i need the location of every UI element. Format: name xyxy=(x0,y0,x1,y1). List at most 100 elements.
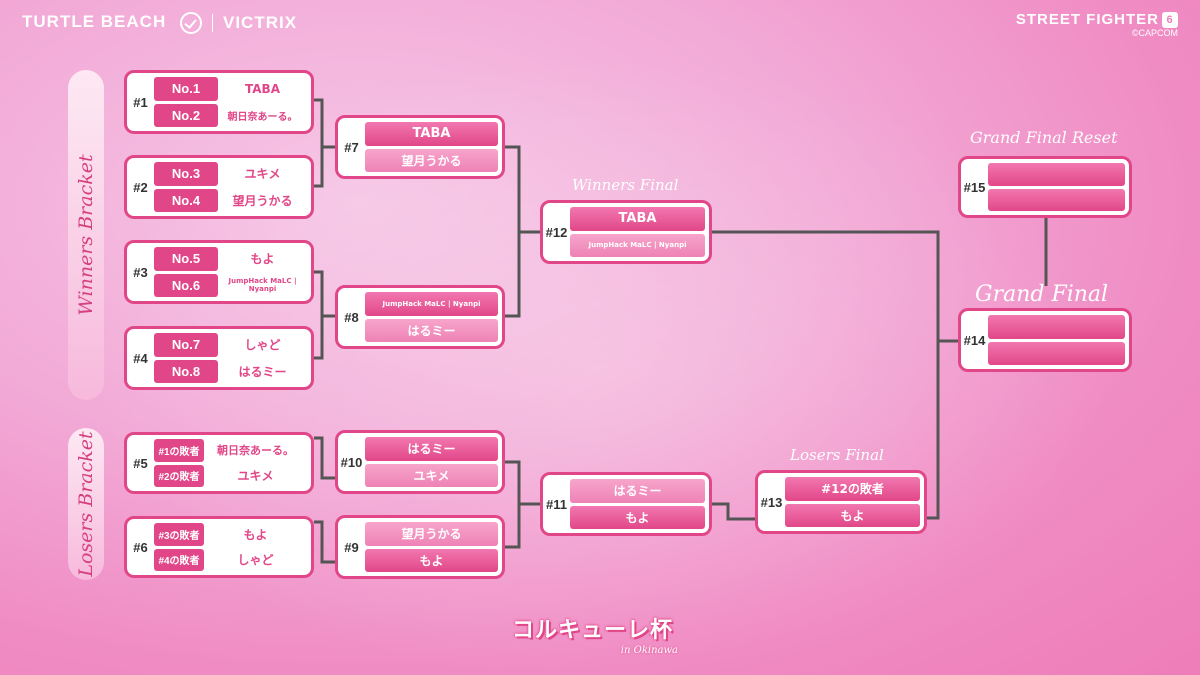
slot-top xyxy=(988,315,1125,339)
turtle-beach-logo: TURTLE BEACH xyxy=(22,12,167,31)
player-name: もよ xyxy=(250,252,275,267)
match-7[interactable]: #7 TABA 望月うかる xyxy=(335,115,505,179)
match-9[interactable]: #9 望月うかる もよ xyxy=(335,515,505,579)
slot-top: はるミー xyxy=(365,437,498,461)
match-number: #3 xyxy=(133,264,148,280)
slot-top: No.1 TABA xyxy=(154,77,307,101)
losers-final-title: Losers Final xyxy=(790,446,884,464)
match-number: #11 xyxy=(546,496,567,512)
slot-bottom: はるミー xyxy=(365,318,498,342)
player-name: TABA xyxy=(412,126,451,142)
match-number: #8 xyxy=(344,309,359,325)
match-number: #13 xyxy=(760,494,783,510)
slot-top: No.3 ユキメ xyxy=(154,162,307,186)
slot-top: はるミー xyxy=(570,479,705,503)
player-name: ユキメ xyxy=(244,167,281,182)
player-name: #12の敗者 xyxy=(821,482,884,497)
player-name: JumpHack MaLC | Nyanpi xyxy=(228,277,297,294)
match-5[interactable]: #5 #1の敗者朝日奈あーる。 #2の敗者 ユキメ xyxy=(124,432,314,494)
player-name: はるミー xyxy=(613,484,662,499)
seed-badge: No.1 xyxy=(154,77,218,101)
victrix-logo: VICTRIX xyxy=(180,12,297,34)
slot-top: 望月うかる xyxy=(365,522,498,546)
match-12[interactable]: #12 TABA JumpHack MaLC | Nyanpi xyxy=(540,200,712,264)
slot-bottom: No.4 望月うかる xyxy=(154,188,307,212)
seed-badge: #4の敗者 xyxy=(154,548,204,571)
match-6[interactable]: #6 #3の敗者もよ #4の敗者しゃど xyxy=(124,516,314,578)
losers-bracket-label: Losers Bracket xyxy=(68,428,104,580)
slot-top: TABA xyxy=(570,207,705,231)
seed-badge: #2の敗者 xyxy=(154,464,204,487)
player-name: もよ xyxy=(840,508,865,523)
event-logo-subtitle: in Okinawa xyxy=(620,645,678,656)
player-name: もよ xyxy=(625,510,650,525)
player-name: 朝日奈あーる。 xyxy=(217,444,294,458)
capcom-copyright: ©CAPCOM xyxy=(1131,27,1178,38)
logo-separator xyxy=(212,14,213,32)
slot-top: No.5 もよ xyxy=(154,247,307,271)
victrix-text: VICTRIX xyxy=(223,13,298,32)
seed-badge: No.3 xyxy=(154,162,218,186)
player-name: JumpHack MaLC | Nyanpi xyxy=(588,241,687,250)
seed-badge: No.5 xyxy=(154,247,218,271)
seed-badge: #1の敗者 xyxy=(154,439,204,462)
slot-bottom: 望月うかる xyxy=(365,148,498,172)
player-name: ユキメ xyxy=(413,468,450,483)
slot-top: TABA xyxy=(365,122,498,146)
slot-bottom: もよ xyxy=(570,505,705,529)
slot-bottom xyxy=(988,341,1125,365)
match-11[interactable]: #11 はるミー もよ xyxy=(540,472,712,536)
player-name: はるミー xyxy=(238,364,287,379)
seed-badge: No.4 xyxy=(154,188,218,212)
slot-bottom: #2の敗者 ユキメ xyxy=(154,464,307,487)
match-10[interactable]: #10 はるミー ユキメ xyxy=(335,430,505,494)
slot-top: No.7 しゃど xyxy=(154,333,307,357)
match-4[interactable]: #4 No.7 しゃど No.8 はるミー xyxy=(124,326,314,390)
match-number: #7 xyxy=(344,139,359,155)
match-number: #2 xyxy=(133,179,148,195)
player-name: TABA xyxy=(245,81,280,96)
seed-badge: No.8 xyxy=(154,359,218,383)
match-2[interactable]: #2 No.3 ユキメ No.4 望月うかる xyxy=(124,155,314,219)
slot-top xyxy=(988,163,1125,186)
seed-badge: No.7 xyxy=(154,333,218,357)
match-number: #9 xyxy=(344,539,359,555)
player-name: TABA xyxy=(618,211,657,227)
winners-bracket-label: Winners Bracket xyxy=(68,70,104,400)
match-8[interactable]: #8 JumpHack MaLC | Nyanpi はるミー xyxy=(335,285,505,349)
player-name: 望月うかる xyxy=(401,153,462,168)
player-name: 望月うかる xyxy=(232,193,293,208)
match-number: #5 xyxy=(133,455,148,471)
match-number: #10 xyxy=(340,454,363,470)
player-name: もよ xyxy=(243,527,268,542)
slot-bottom: JumpHack MaLC | Nyanpi xyxy=(570,233,705,257)
slot-top: #1の敗者朝日奈あーる。 xyxy=(154,439,307,462)
player-name: 朝日奈あーる。 xyxy=(227,111,298,123)
grand-final-title: Grand Final xyxy=(975,282,1109,307)
player-name: JumpHack MaLC | Nyanpi xyxy=(382,299,481,308)
match-number: #14 xyxy=(963,332,986,348)
slot-bottom: もよ xyxy=(365,548,498,572)
slot-bottom: もよ xyxy=(785,503,920,527)
slot-bottom: ユキメ xyxy=(365,463,498,487)
player-name: ユキメ xyxy=(237,469,274,484)
match-15[interactable]: #15 xyxy=(958,156,1132,218)
match-number: #4 xyxy=(133,350,148,366)
match-14[interactable]: #14 xyxy=(958,308,1132,372)
player-name: はるミー xyxy=(407,442,456,457)
match-13[interactable]: #13 #12の敗者 もよ xyxy=(755,470,927,534)
slot-top: #12の敗者 xyxy=(785,477,920,501)
sf6-badge-icon: 6 xyxy=(1162,12,1178,29)
street-fighter-text: STREET FIGHTER xyxy=(1015,11,1159,28)
slot-bottom xyxy=(988,188,1125,211)
match-number: #6 xyxy=(133,539,148,555)
seed-badge: #3の敗者 xyxy=(154,523,204,546)
match-number: #12 xyxy=(545,224,568,240)
player-name: しゃど xyxy=(244,338,281,353)
